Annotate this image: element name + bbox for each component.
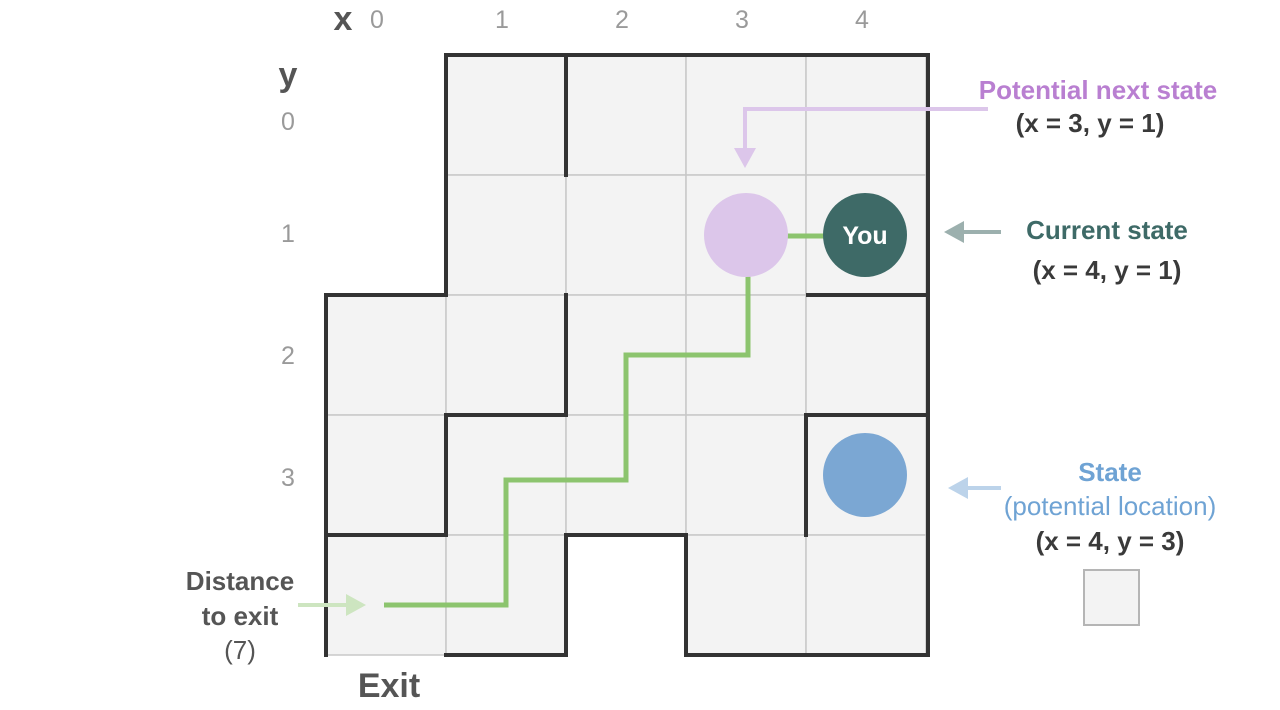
potential-next-state-arrow	[743, 107, 988, 148]
path-to-exit	[384, 265, 751, 608]
distance-label-line1: Distance	[186, 566, 294, 596]
state-title: State	[1078, 457, 1142, 487]
current-state-label: You	[842, 222, 887, 250]
maze-cell	[445, 174, 567, 296]
potential-next-state-arrowhead	[734, 148, 756, 168]
maze-cell	[325, 414, 447, 536]
maze-cell	[325, 534, 447, 656]
maze-cell	[805, 294, 927, 416]
maze-wall	[804, 413, 930, 537]
potential-next-state-marker	[704, 193, 788, 277]
state-arrowhead	[948, 477, 968, 499]
maze-cell	[685, 414, 807, 536]
x-tick-0: 0	[370, 6, 384, 34]
y-tick-3: 3	[281, 464, 295, 492]
maze-cell	[565, 174, 687, 296]
maze-cell	[685, 534, 807, 656]
maze-wall	[324, 53, 448, 657]
distance-value: (7)	[224, 635, 256, 665]
maze-wall	[324, 293, 568, 537]
state-coords: (x = 4, y = 3)	[1036, 526, 1185, 556]
maze-wall	[444, 53, 930, 657]
exit-label: Exit	[358, 667, 420, 705]
distance-label-line2: to exit	[202, 601, 279, 631]
x-tick-labels: 0 1 2 3 4	[370, 6, 869, 34]
maze-cell	[565, 54, 687, 176]
current-state-title: Current state	[1026, 215, 1188, 245]
maze-cell	[805, 54, 927, 176]
y-tick-0: 0	[281, 108, 295, 136]
x-tick-1: 1	[495, 6, 509, 34]
state-legend-swatch	[1083, 569, 1140, 626]
y-tick-labels: 0 1 2 3	[281, 108, 295, 492]
y-axis-title: y	[279, 56, 298, 94]
current-state-marker	[823, 193, 907, 277]
maze-walls	[324, 53, 930, 657]
maze-cell	[805, 534, 927, 656]
y-tick-1: 1	[281, 220, 295, 248]
x-tick-2: 2	[615, 6, 629, 34]
x-axis-title: x	[334, 0, 353, 38]
potential-next-state-title: Potential next state	[979, 75, 1217, 105]
state-subtitle: (potential location)	[1004, 491, 1216, 521]
distance-arrowhead	[346, 594, 366, 616]
state-marker	[823, 433, 907, 517]
x-tick-3: 3	[735, 6, 749, 34]
potential-next-state-coords: (x = 3, y = 1)	[1016, 108, 1165, 138]
maze-cell	[325, 294, 447, 416]
y-tick-2: 2	[281, 342, 295, 370]
current-state-coords: (x = 4, y = 1)	[1033, 255, 1182, 285]
maze-cell	[445, 54, 567, 176]
current-state-arrowhead	[944, 221, 964, 243]
x-tick-4: 4	[855, 6, 869, 34]
maze-cell	[445, 294, 567, 416]
